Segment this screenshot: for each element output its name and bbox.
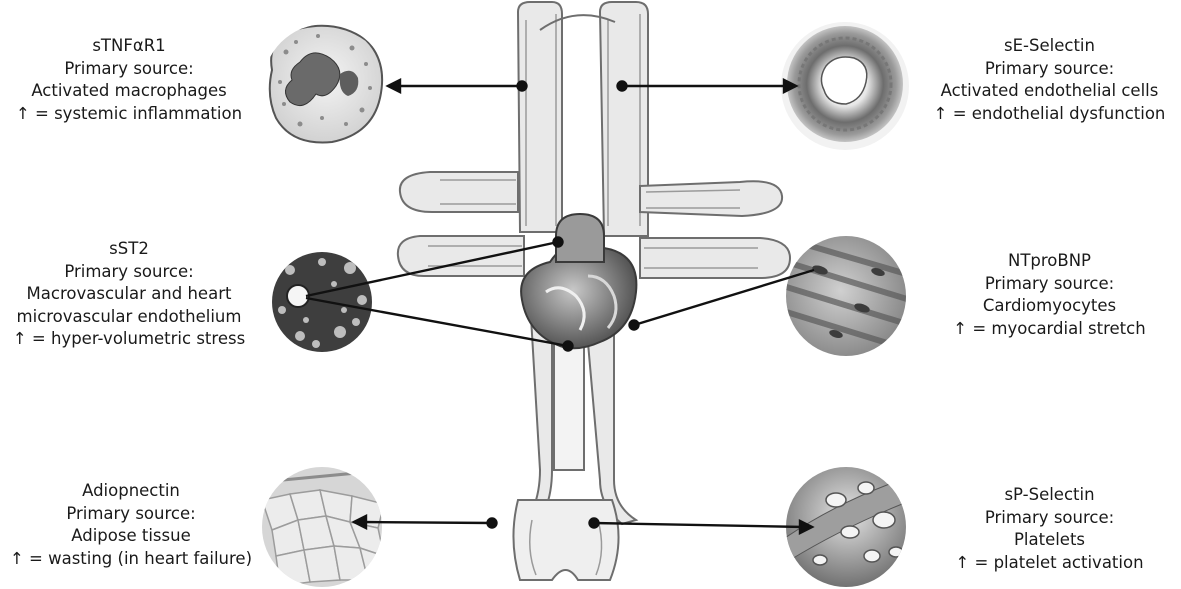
- arrowhead-stnfar1: [388, 80, 400, 92]
- blood-vessel-cross-section-icon: [780, 20, 910, 155]
- dot-adiponectin: [488, 519, 497, 528]
- biomarker-name: sST2: [0, 238, 258, 261]
- biomarker-meaning: ↑ = wasting (in heart failure): [0, 548, 262, 571]
- label-sst2: sST2 Primary source: Macrovascular and h…: [0, 238, 258, 351]
- primary-source-label: Primary source:: [918, 273, 1181, 296]
- cardiomyocyte-tissue-icon: [780, 230, 915, 365]
- primary-source-value: Platelets: [918, 529, 1181, 552]
- dot-sp-selectin: [590, 519, 599, 528]
- arrow-adiponectin: [362, 522, 492, 523]
- primary-source-value-line2: microvascular endothelium: [0, 306, 258, 329]
- primary-source-label: Primary source:: [918, 58, 1181, 81]
- dot-stnfar1: [518, 82, 527, 91]
- biomarker-name: sE-Selectin: [918, 35, 1181, 58]
- dot-sst2-upper: [554, 238, 563, 247]
- label-sp-selectin: sP-Selectin Primary source: Platelets ↑ …: [918, 484, 1181, 574]
- label-ntprobnp: NTproBNP Primary source: Cardiomyocytes …: [918, 250, 1181, 340]
- biomarker-name: sTNFαR1: [0, 35, 258, 58]
- primary-source-value: Activated endothelial cells: [918, 80, 1181, 103]
- biomarker-meaning: ↑ = platelet activation: [918, 552, 1181, 575]
- biomarker-meaning: ↑ = myocardial stretch: [918, 318, 1181, 341]
- primary-source-label: Primary source:: [0, 58, 258, 81]
- primary-source-value: Macrovascular and heart: [0, 283, 258, 306]
- label-stnfar1: sTNFαR1 Primary source: Activated macrop…: [0, 35, 258, 125]
- arrow-sp-selectin: [594, 523, 804, 527]
- biomarker-name: Adiopnectin: [0, 480, 262, 503]
- circulatory-system-heart-icon: [398, 2, 790, 580]
- primary-source-value: Activated macrophages: [0, 80, 258, 103]
- macrophage-cell-icon: [260, 20, 390, 150]
- biomarker-name: sP-Selectin: [918, 484, 1181, 507]
- dot-sst2-lower: [564, 342, 573, 351]
- primary-source-label: Primary source:: [0, 503, 262, 526]
- biomarker-meaning: ↑ = endothelial dysfunction: [918, 103, 1181, 126]
- dot-ntprobnp: [630, 321, 639, 330]
- biomarker-meaning: ↑ = systemic inflammation: [0, 103, 258, 126]
- primary-source-value: Cardiomyocytes: [918, 295, 1181, 318]
- label-se-selectin: sE-Selectin Primary source: Activated en…: [918, 35, 1181, 125]
- biomarker-name: NTproBNP: [918, 250, 1181, 273]
- primary-source-label: Primary source:: [918, 507, 1181, 530]
- primary-source-label: Primary source:: [0, 261, 258, 284]
- label-adiponectin: Adiopnectin Primary source: Adipose tiss…: [0, 480, 262, 570]
- dot-se-selectin: [618, 82, 627, 91]
- adipose-tissue-icon: [258, 465, 388, 589]
- primary-source-value: Adipose tissue: [0, 525, 262, 548]
- biomarker-meaning: ↑ = hyper-volumetric stress: [0, 328, 258, 351]
